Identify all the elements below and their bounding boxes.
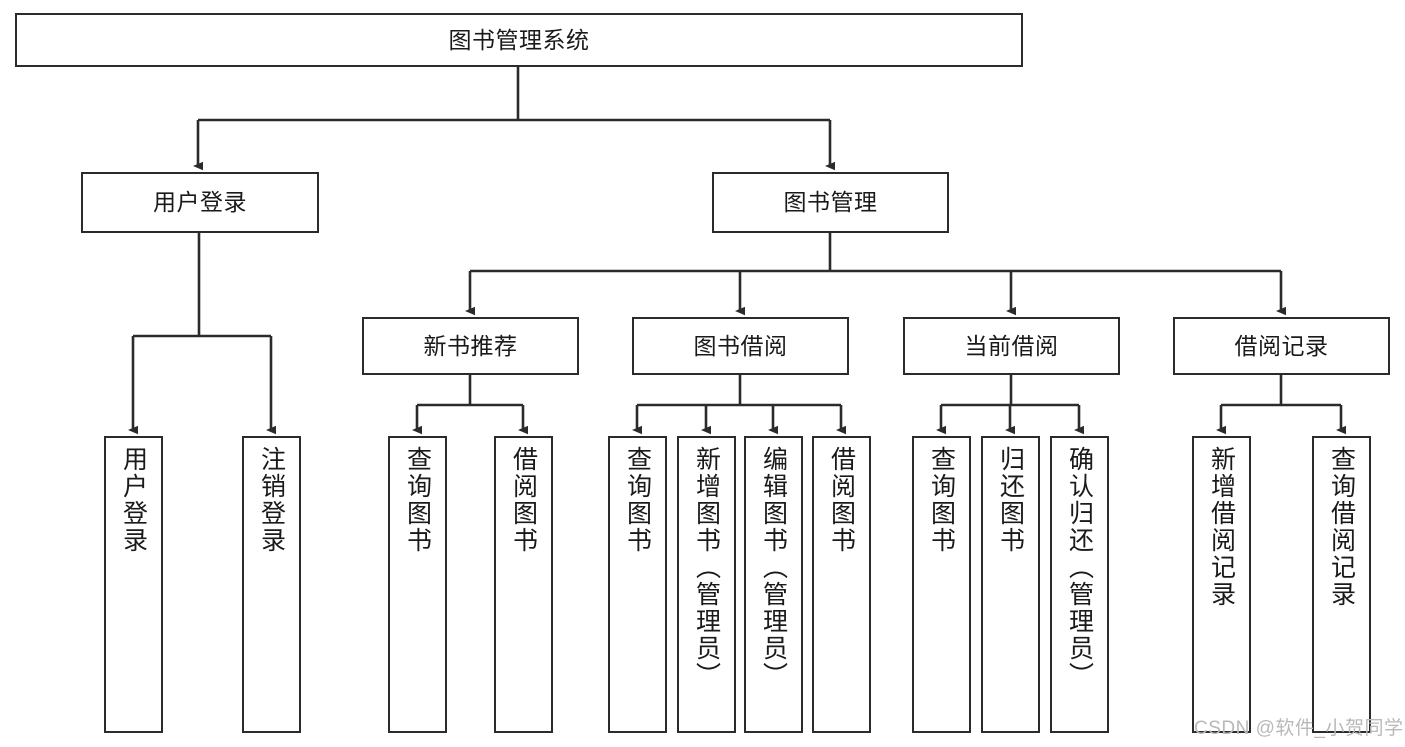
leaf-borrow-record-1[interactable]: 新增借阅记录 bbox=[1192, 436, 1251, 733]
node-label: 查询借阅记录 bbox=[1327, 446, 1356, 608]
node-new-book-recommendation[interactable]: 新书推荐 bbox=[362, 317, 579, 375]
leaf-borrow-record-2[interactable]: 查询借阅记录 bbox=[1312, 436, 1371, 733]
node-label: 查询图书 bbox=[927, 446, 956, 554]
node-label: 借阅图书 bbox=[509, 446, 538, 554]
node-label: 当前借阅 bbox=[964, 332, 1059, 359]
node-label: 新增图书（管理员） bbox=[692, 446, 721, 689]
node-label: 归还图书 bbox=[996, 446, 1025, 554]
leaf-current-borrow-2[interactable]: 归还图书 bbox=[981, 436, 1040, 733]
leaf-current-borrow-1[interactable]: 查询图书 bbox=[912, 436, 971, 733]
node-label: 借阅记录 bbox=[1234, 332, 1329, 359]
leaf-user-login-2[interactable]: 注销登录 bbox=[242, 436, 301, 733]
csdn-watermark: CSDN @软件_小贺同学 bbox=[1194, 718, 1404, 739]
node-current-borrowing[interactable]: 当前借阅 bbox=[903, 317, 1120, 375]
leaf-new-book-1[interactable]: 查询图书 bbox=[388, 436, 447, 733]
node-label: 用户登录 bbox=[153, 189, 247, 216]
leaf-book-borrow-1[interactable]: 查询图书 bbox=[608, 436, 667, 733]
node-book-management[interactable]: 图书管理 bbox=[712, 172, 949, 233]
node-label: 新增借阅记录 bbox=[1207, 446, 1236, 608]
leaf-book-borrow-4[interactable]: 借阅图书 bbox=[812, 436, 871, 733]
node-label: 图书管理 bbox=[783, 189, 878, 216]
leaf-book-borrow-2[interactable]: 新增图书（管理员） bbox=[677, 436, 736, 733]
node-label: 编辑图书（管理员） bbox=[759, 446, 788, 689]
node-label: 新书推荐 bbox=[423, 332, 518, 359]
leaf-new-book-2[interactable]: 借阅图书 bbox=[494, 436, 553, 733]
node-book-borrowing[interactable]: 图书借阅 bbox=[632, 317, 849, 375]
node-label: 注销登录 bbox=[257, 446, 286, 554]
node-label: 图书管理系统 bbox=[448, 26, 590, 53]
leaf-book-borrow-3[interactable]: 编辑图书（管理员） bbox=[744, 436, 803, 733]
leaf-current-borrow-3[interactable]: 确认归还（管理员） bbox=[1050, 436, 1109, 733]
node-label: 确认归还（管理员） bbox=[1065, 446, 1094, 689]
node-label: 查询图书 bbox=[623, 446, 652, 554]
node-user-login[interactable]: 用户登录 bbox=[81, 172, 319, 233]
node-label: 用户登录 bbox=[119, 446, 148, 554]
node-label: 借阅图书 bbox=[827, 446, 856, 554]
node-book-management-system[interactable]: 图书管理系统 bbox=[15, 13, 1023, 67]
node-borrowing-record[interactable]: 借阅记录 bbox=[1173, 317, 1390, 375]
node-label: 图书借阅 bbox=[693, 332, 788, 359]
node-label: 查询图书 bbox=[403, 446, 432, 554]
leaf-user-login-1[interactable]: 用户登录 bbox=[104, 436, 163, 733]
